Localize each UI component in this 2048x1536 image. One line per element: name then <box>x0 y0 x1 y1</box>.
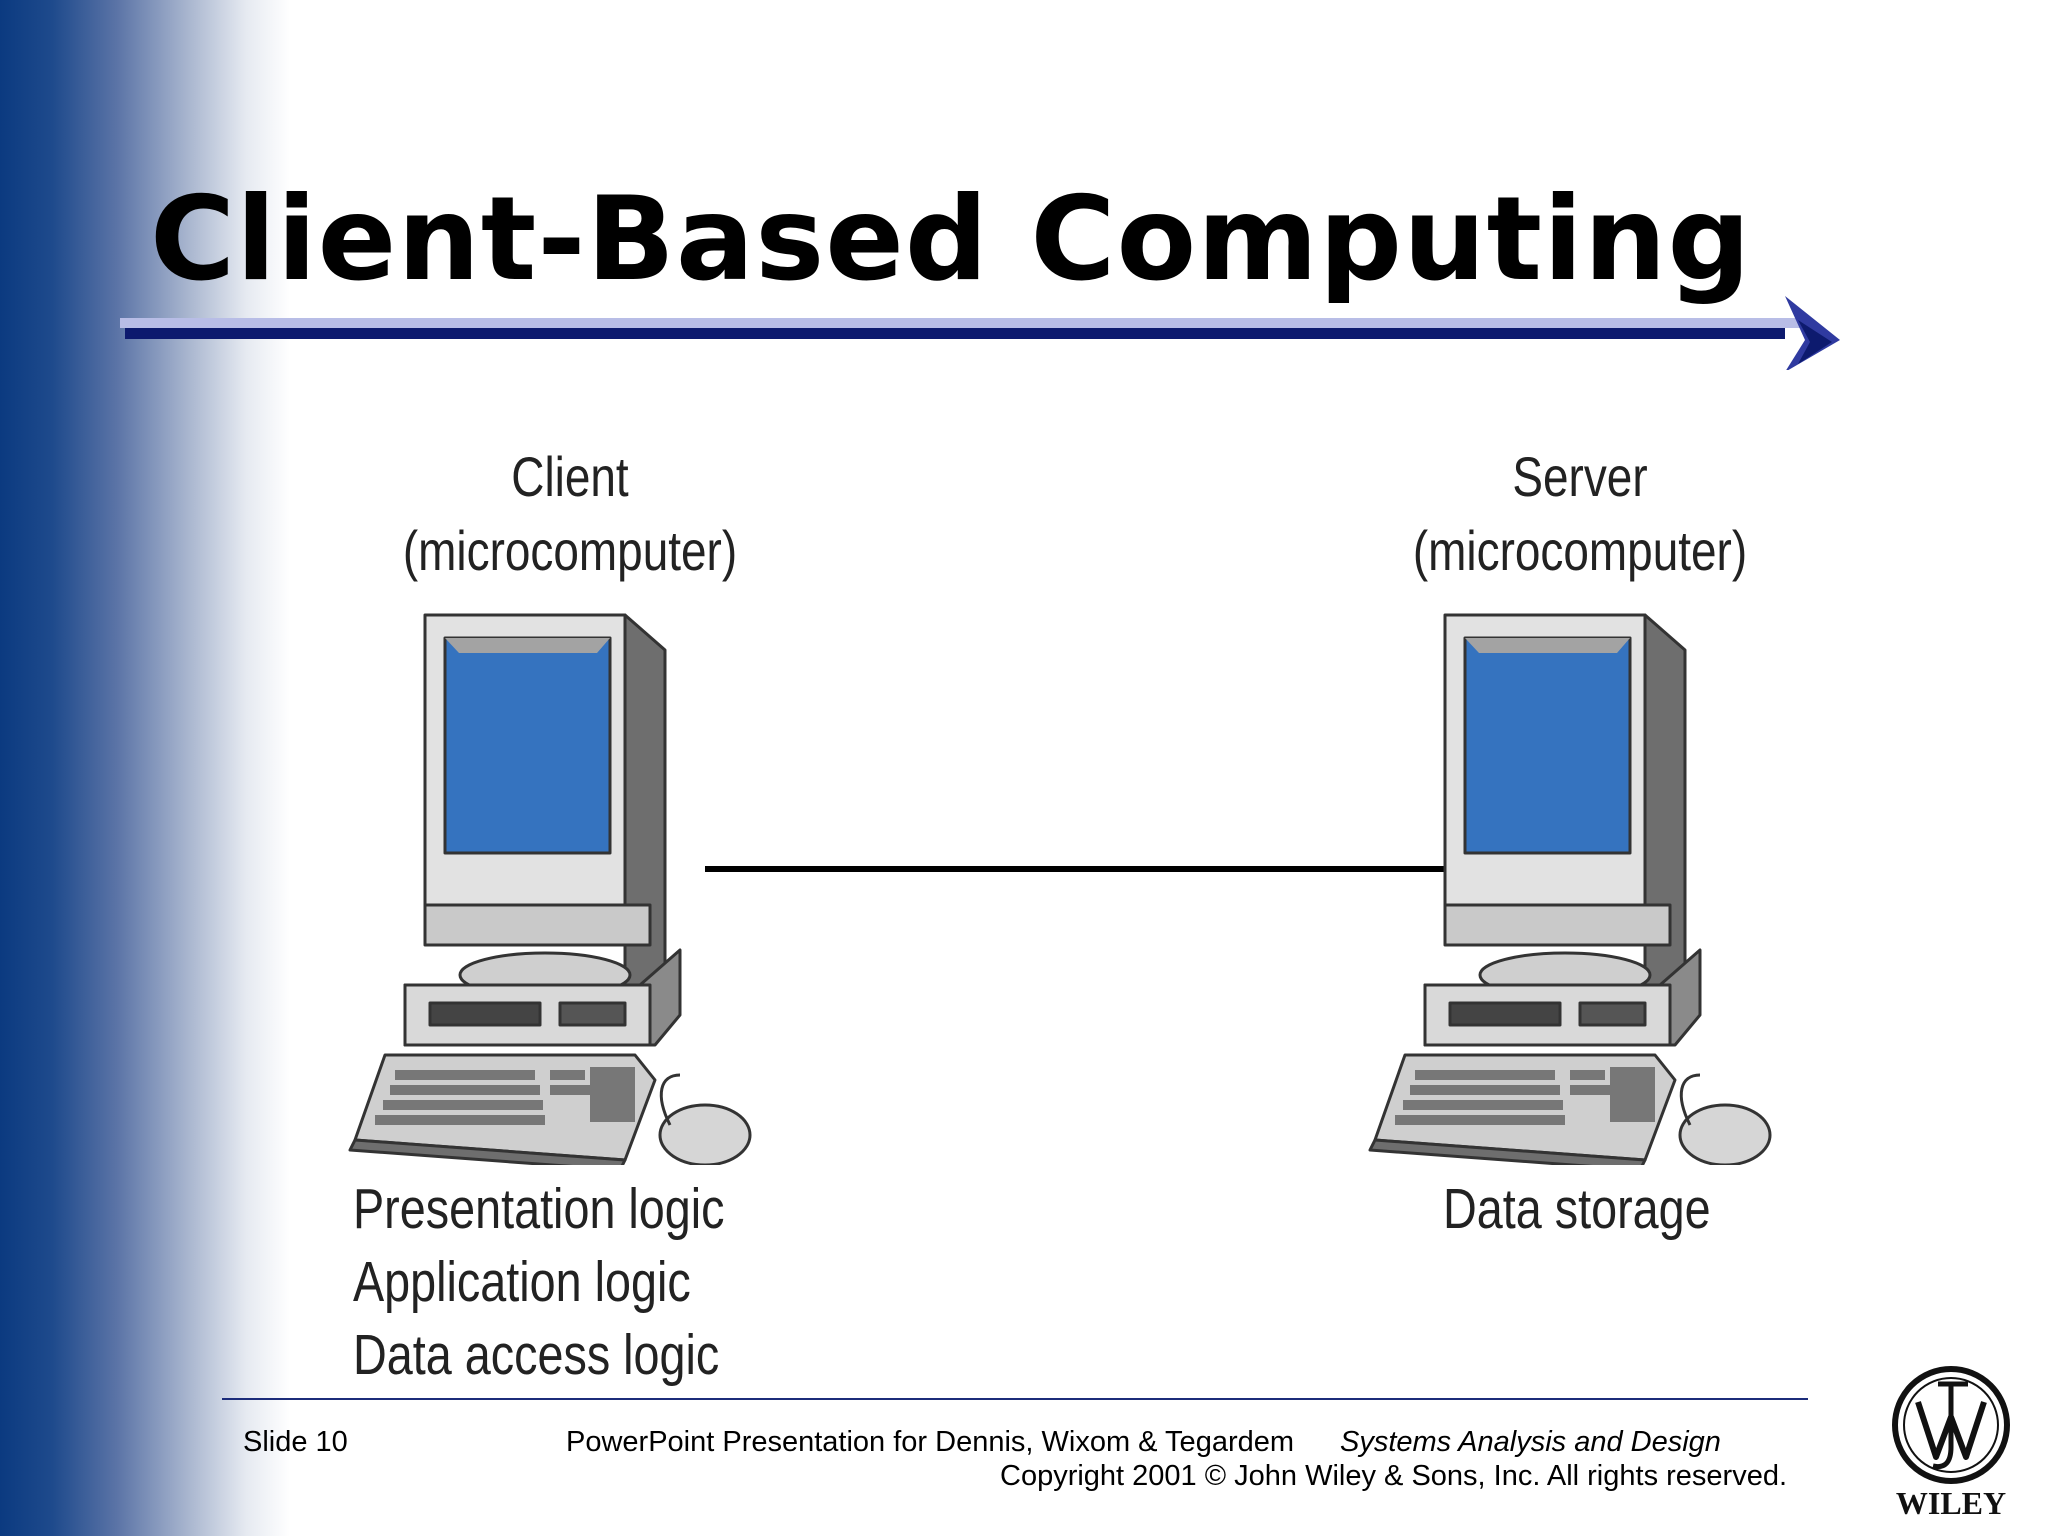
client-label-line2: (microcomputer) <box>402 519 738 582</box>
server-function-item: Data storage <box>1443 1177 1711 1241</box>
server-label: Server (microcomputer) <box>1387 440 1772 588</box>
client-server-diagram: Client (microcomputer) Server (microcomp… <box>335 440 1830 1400</box>
slide-title: Client-Based Computing <box>150 172 1752 307</box>
client-function-item: Presentation logic <box>353 1177 725 1241</box>
client-label-line1: Client <box>511 445 629 508</box>
slide-number: Slide 10 <box>243 1426 348 1458</box>
server-computer-icon <box>1368 613 1772 1165</box>
client-computer-icon <box>348 613 752 1165</box>
book-title: Systems Analysis and Design <box>1340 1426 1721 1458</box>
client-function-item: Data access logic <box>353 1323 720 1387</box>
client-label: Client (microcomputer) <box>377 440 762 588</box>
client-function-list: Presentation logic Application logic Dat… <box>353 1173 725 1392</box>
footer-rule <box>222 1398 1808 1400</box>
presentation-credit: PowerPoint Presentation for Dennis, Wixo… <box>566 1426 1295 1458</box>
server-function-list: Data storage <box>1443 1173 1711 1246</box>
copyright-notice: Copyright 2001 © John Wiley & Sons, Inc.… <box>1000 1460 1788 1492</box>
title-arrow-rule <box>120 296 1840 370</box>
network-link-line <box>705 866 1455 872</box>
server-label-line1: Server <box>1512 445 1648 508</box>
svg-text:WILEY: WILEY <box>1896 1485 2006 1521</box>
wiley-logo: WILEY <box>1892 1366 2010 1521</box>
server-label-line2: (microcomputer) <box>1412 519 1748 582</box>
client-function-item: Application logic <box>353 1250 691 1314</box>
left-gradient-band <box>0 0 290 1536</box>
